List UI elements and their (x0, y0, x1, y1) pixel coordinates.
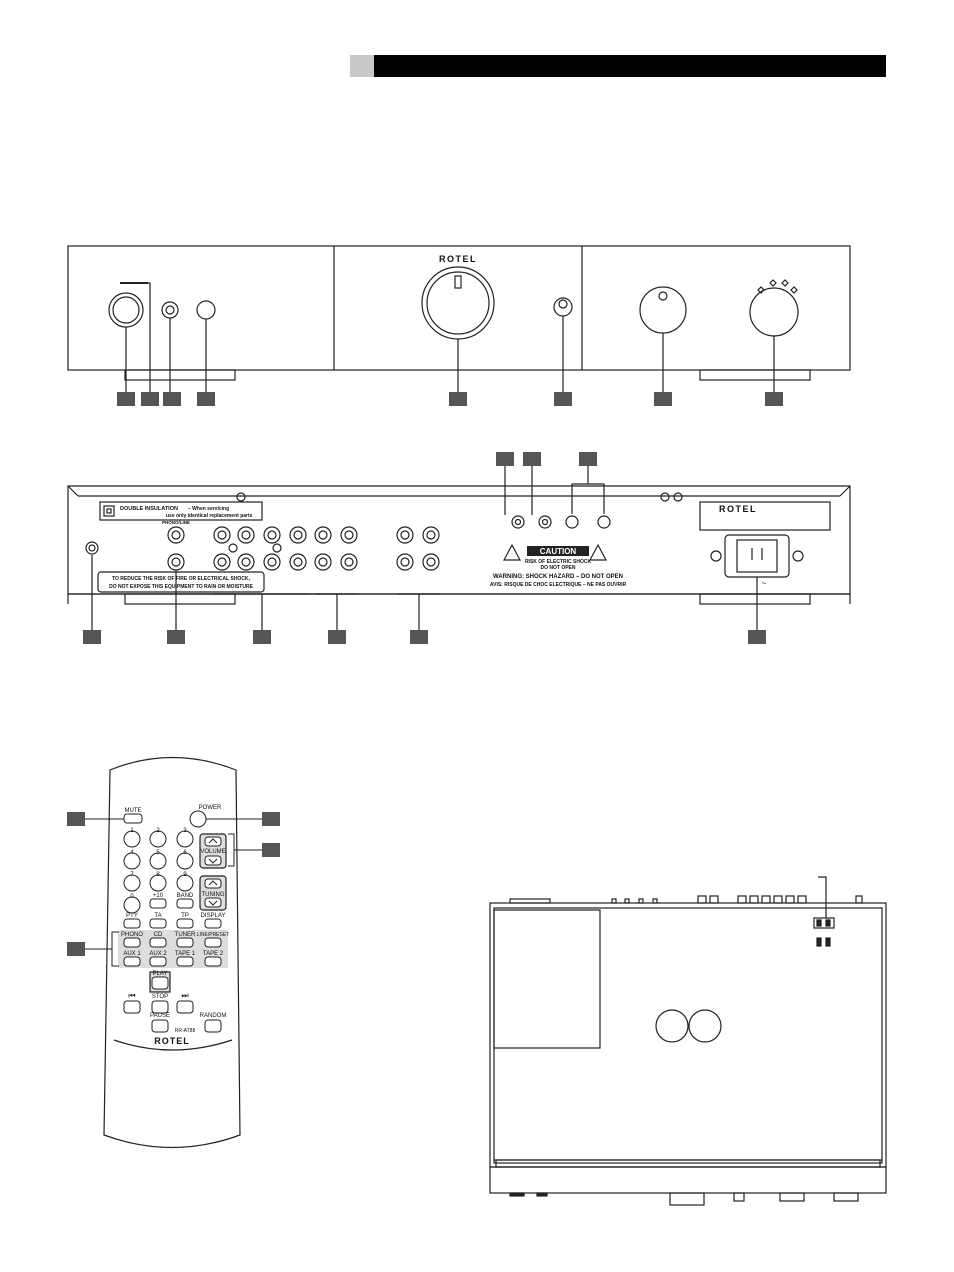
double-insulation-note: – When servicing (188, 506, 229, 512)
num-band: BAND (177, 893, 194, 899)
double-insulation-note2: use only identical replacement parts (166, 513, 253, 519)
num-8: 8 (156, 872, 160, 878)
warning-text: WARNING: SHOCK HAZARD – DO NOT OPEN (493, 574, 623, 580)
headphone-jack (161, 301, 179, 319)
fn-pty: PTY (126, 913, 138, 919)
src-tape1: TAPE 1 (175, 951, 196, 957)
caution-box (527, 546, 589, 556)
power-button (108, 292, 144, 328)
random-label: RANDOM (200, 1013, 227, 1019)
num-2: 2 (156, 828, 160, 834)
num-plus10: +10 (153, 893, 164, 899)
num-7: 7 (130, 872, 134, 878)
rear-callouts (83, 452, 766, 644)
top-view (489, 876, 887, 1206)
fn-display: DISPLAY (201, 913, 226, 919)
src-cd: CD (154, 932, 163, 938)
rear-panel (67, 466, 851, 634)
num-3: 3 (183, 828, 187, 834)
num-6: 6 (183, 850, 187, 856)
front-panel (67, 245, 851, 392)
fire-warning-1: TO REDUCE THE RISK OF FIRE OR ELECTRICAL… (112, 576, 250, 582)
remote-buttons (123, 810, 222, 1033)
stop-label: STOP (152, 994, 168, 1000)
fn-ta: TA (154, 913, 161, 919)
volume-knob (421, 266, 495, 340)
tuning-knob (639, 286, 687, 334)
prev-icon: ⏮ (128, 991, 135, 1000)
avis-text: AVIS: RISQUE DE CHOC ELECTRIQUE – NE PAS… (490, 582, 627, 588)
src-line-preset: LINE/PRESET (197, 932, 230, 938)
num-5: 5 (156, 850, 160, 856)
model-label: RR-AT88 (175, 1028, 196, 1034)
front-callouts (117, 392, 783, 406)
power-label: POWER (199, 805, 222, 811)
volume-label: VOLUME (200, 849, 225, 855)
src-tuner: TUNER (175, 932, 196, 938)
next-icon: ⏭ (181, 991, 188, 1000)
num-4: 4 (130, 850, 134, 856)
rear-brand: ROTEL (719, 504, 757, 514)
fn-tp: TP (181, 913, 189, 919)
fire-warning-2: DO NOT EXPOSE THIS EQUIPMENT TO RAIN OR … (109, 584, 253, 590)
double-insulation: DOUBLE INSULATION (120, 506, 178, 512)
play-label: PLAY (153, 971, 168, 977)
remote-brand: ROTEL (154, 1036, 190, 1046)
pause-label: PAUSE (150, 1013, 170, 1019)
front-brand: ROTEL (439, 254, 477, 264)
phono-line-label: PHONO/LINE (162, 520, 190, 525)
listening-knob (749, 287, 799, 337)
num-0: 0 (130, 894, 134, 900)
caution-sub-2: DO NOT OPEN (540, 565, 575, 571)
header-bar (374, 55, 886, 77)
selector-button (553, 297, 573, 317)
num-1: 1 (130, 828, 134, 834)
remote-callouts (67, 812, 280, 967)
caution-title: CAUTION (540, 547, 577, 556)
ac-symbol: ~ (762, 579, 767, 588)
remote-labels: MUTE POWER VOLUME TUNING 1 2 3 4 5 6 7 8… (121, 805, 229, 1046)
src-aux2: AUX 2 (149, 951, 167, 957)
remote-arrows (208, 838, 218, 906)
src-tape2: TAPE 2 (203, 951, 224, 957)
src-aux1: AUX 1 (123, 951, 141, 957)
header-tab (350, 55, 374, 77)
mute-label: MUTE (125, 808, 142, 814)
caution-sub-1: RISK OF ELECTRIC SHOCK (525, 559, 592, 565)
ir-sensor (196, 300, 216, 320)
tuning-label: TUNING (202, 892, 225, 898)
src-phono: PHONO (121, 932, 143, 938)
num-9: 9 (183, 872, 187, 878)
